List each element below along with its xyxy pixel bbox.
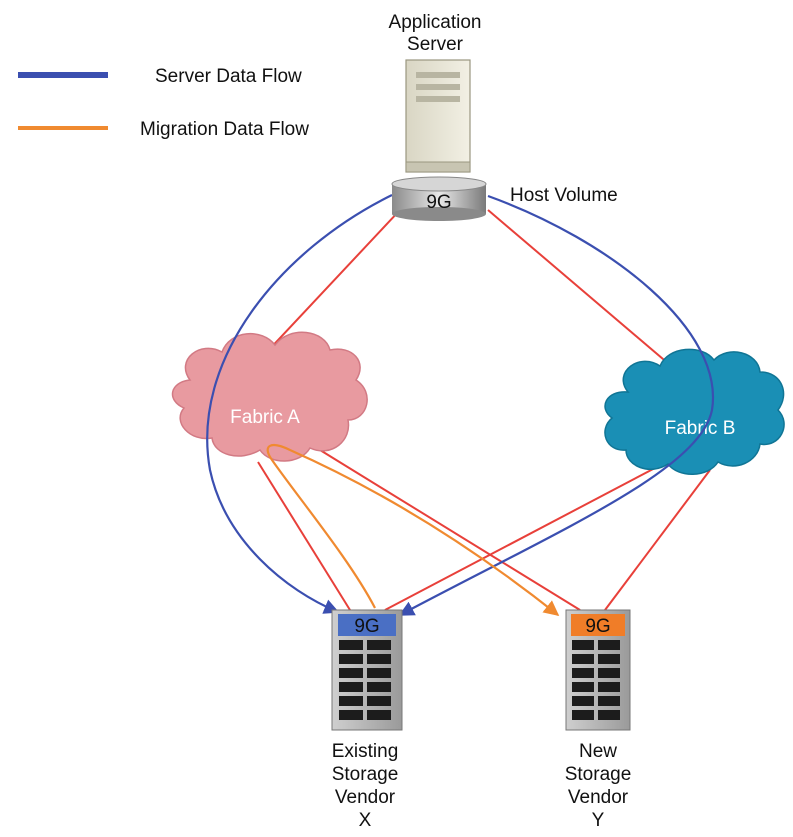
link-fabric-a-storage-x [257,461,351,611]
fabric-b-label: Fabric B [665,418,736,439]
storage-x-volume-size: 9G [354,616,379,637]
storage-y-volume-size: 9G [585,616,610,637]
server-data-flow [206,194,715,616]
storage-y-caption-line: Vendor [568,787,629,808]
storage-x-caption: Existing Storage Vendor X [332,741,399,831]
fabric-links [249,209,711,611]
storage-y-caption-line: Y [592,810,605,831]
link-fabric-b-storage-y [604,469,711,611]
migration-flow-legend-label: Migration Data Flow [140,119,309,140]
application-server: Application Server [389,12,482,173]
storage-array-x: 9G [331,609,403,731]
storage-x-caption-line: Existing [332,741,399,762]
storage-x-drive-grid [339,640,391,720]
migration-flow-path [266,443,560,616]
host-volume-size: 9G [426,192,451,213]
server-title-line1: Application [389,12,482,33]
server-title-line2: Server [407,34,464,55]
storage-x-caption-line: Vendor [335,787,396,808]
host-volume-label: Host Volume [510,185,618,206]
fabric-a-cloud: Fabric A [171,331,368,462]
volume-y-band [571,614,625,636]
legend: Server Data Flow Migration Data Flow [18,66,309,140]
fabric-b-cloud: Fabric B [604,348,785,475]
storage-x-caption-line: X [359,810,372,831]
storage-y-caption: New Storage Vendor Y [565,741,632,831]
link-fabric-b-storage-x [384,467,656,611]
link-host-fabric-a [249,209,401,371]
volume-x-band [338,614,396,636]
host-volume-disk-icon: 9G [391,176,487,221]
server-tower-icon [405,59,471,173]
server-flow-fabric-a-path [206,194,393,614]
link-host-fabric-b [487,209,691,383]
fabric-a-label: Fabric A [230,407,300,428]
migration-data-flow [266,443,560,616]
storage-y-drive-grid [572,640,620,720]
storage-y-caption-line: New [579,741,617,762]
storage-array-y: 9G [565,609,631,731]
server-drive-bay [416,84,460,90]
storage-y-caption-line: Storage [565,764,632,785]
server-flow-legend-label: Server Data Flow [155,66,302,87]
server-drive-bay [416,96,460,102]
link-fabric-a-storage-y [319,449,581,611]
server-drive-bay [416,72,460,78]
storage-x-caption-line: Storage [332,764,399,785]
server-flow-fabric-b-path [398,194,715,616]
